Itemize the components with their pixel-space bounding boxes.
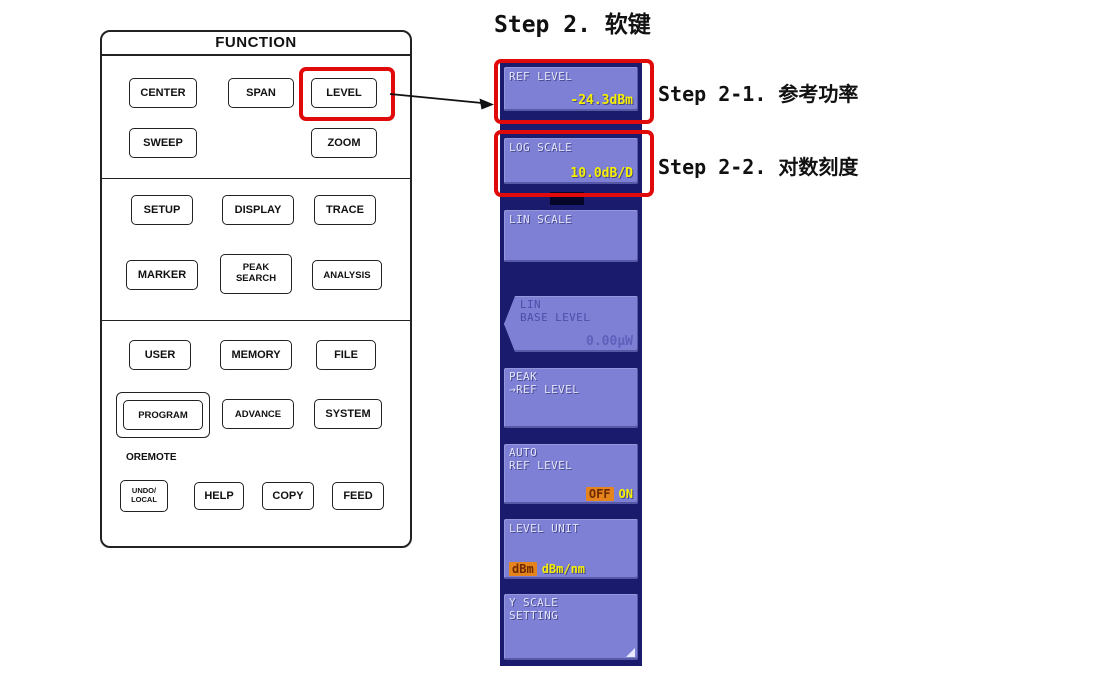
level-unit-toggle: dBm dBm/nm (509, 562, 585, 576)
softkey-ref-level[interactable]: REF LEVEL -24.3dBm (504, 67, 638, 111)
softkey-label: LIN SCALE (509, 213, 573, 226)
softkey-auto-ref-level[interactable]: AUTO REF LEVEL OFF ON (504, 444, 638, 504)
toggle-on: ON (618, 487, 633, 501)
toggle-dbm-selected: dBm (509, 562, 537, 576)
program-button[interactable]: PROGRAM (123, 400, 203, 430)
softkey-peak-to-ref-level[interactable]: PEAK →REF LEVEL (504, 368, 638, 428)
softkey-value: 0.00µW (586, 334, 633, 349)
file-button[interactable]: FILE (316, 340, 376, 370)
span-button[interactable]: SPAN (228, 78, 294, 108)
panel-divider-2 (102, 320, 410, 321)
panel-divider-1 (102, 178, 410, 179)
level-button[interactable]: LEVEL (311, 78, 377, 108)
remote-label: OREMOTE (126, 452, 177, 463)
softkey-lin-scale[interactable]: LIN SCALE (504, 210, 638, 262)
softkey-label: Y SCALE SETTING (509, 596, 559, 622)
function-panel-title: FUNCTION (102, 32, 410, 56)
softkey-log-scale[interactable]: LOG SCALE 10.0dB/D (504, 138, 638, 184)
softkey-y-scale-setting[interactable]: Y SCALE SETTING (504, 594, 638, 660)
annotation-step-2-1: Step 2-1. 参考功率 (658, 82, 859, 106)
softkey-label: REF LEVEL (509, 70, 573, 83)
center-button[interactable]: CENTER (129, 78, 197, 108)
auto-ref-level-toggle: OFF ON (585, 487, 633, 501)
softkey-level-unit[interactable]: LEVEL UNIT dBm dBm/nm (504, 519, 638, 579)
program-button-frame: PROGRAM (116, 392, 210, 438)
toggle-off-selected: OFF (585, 487, 614, 501)
softkey-value: -24.3dBm (570, 93, 633, 108)
softkey-label: LEVEL UNIT (509, 522, 580, 535)
softkey-label: PEAK →REF LEVEL (509, 370, 580, 396)
help-button[interactable]: HELP (194, 482, 244, 510)
zoom-button[interactable]: ZOOM (311, 128, 377, 158)
softkey-label: LOG SCALE (509, 141, 573, 154)
system-button[interactable]: SYSTEM (314, 399, 382, 429)
advance-button[interactable]: ADVANCE (222, 399, 294, 429)
setup-button[interactable]: SETUP (131, 195, 193, 225)
memory-button[interactable]: MEMORY (220, 340, 292, 370)
analysis-button[interactable]: ANALYSIS (312, 260, 382, 290)
softkey-label: LIN BASE LEVEL (520, 298, 591, 324)
sweep-button[interactable]: SWEEP (129, 128, 197, 158)
toggle-dbm-per-nm: dBm/nm (541, 562, 586, 576)
function-panel: FUNCTION CENTER SPAN LEVEL SWEEP ZOOM SE… (100, 30, 412, 548)
marker-button[interactable]: MARKER (126, 260, 198, 290)
page-title: Step 2. 软键 (494, 12, 651, 38)
display-button[interactable]: DISPLAY (222, 195, 294, 225)
softkey-panel: REF LEVEL -24.3dBm LOG SCALE 10.0dB/D LI… (500, 62, 642, 666)
copy-button[interactable]: COPY (262, 482, 314, 510)
arrow-level-to-softkeys (389, 93, 494, 110)
softkey-lin-base-level[interactable]: LIN BASE LEVEL 0.00µW (504, 296, 638, 352)
softkey-label: AUTO REF LEVEL (509, 446, 573, 472)
undo-local-button[interactable]: UNDO/ LOCAL (120, 480, 168, 512)
annotation-step-2-2: Step 2-2. 对数刻度 (658, 155, 859, 179)
peak-search-button[interactable]: PEAK SEARCH (220, 254, 292, 294)
menu-page-indicator (550, 192, 584, 205)
submenu-corner-icon (626, 648, 635, 657)
softkey-value: 10.0dB/D (570, 166, 633, 181)
trace-button[interactable]: TRACE (314, 195, 376, 225)
user-button[interactable]: USER (129, 340, 191, 370)
feed-button[interactable]: FEED (332, 482, 384, 510)
